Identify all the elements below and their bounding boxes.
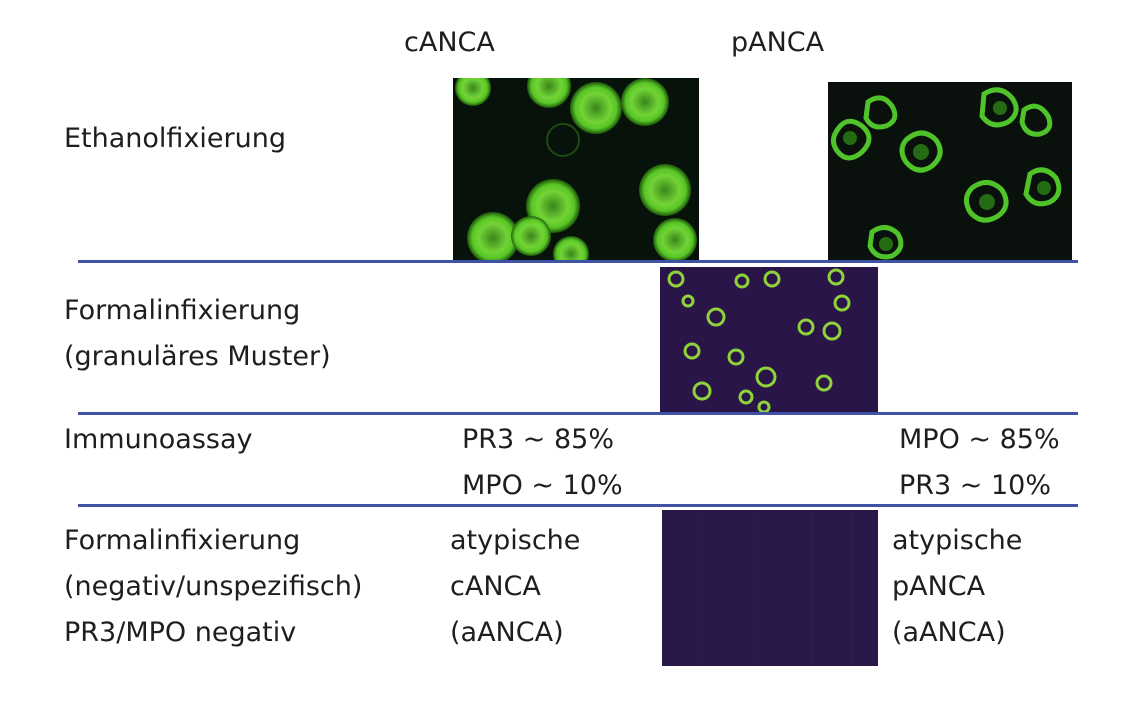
panca-cell	[1023, 167, 1062, 207]
immunoassay-panca-line2: PR3 ~ 10%	[899, 470, 1052, 501]
canca-cell	[621, 78, 669, 126]
granular-cell	[734, 273, 750, 289]
granular-cell	[833, 294, 851, 312]
formalin-negative-micrograph	[662, 510, 878, 666]
granular-cell	[757, 400, 771, 412]
divider-line-3	[78, 504, 1078, 507]
negative-canca-line3: (aANCA)	[450, 617, 564, 648]
canca-cell	[527, 78, 571, 108]
granular-cell	[727, 348, 745, 366]
immunoassay-panca-line1: MPO ~ 85%	[899, 424, 1060, 455]
granular-cell	[822, 321, 842, 341]
negative-canca-line1: atypische	[450, 525, 581, 556]
granular-cell	[755, 366, 777, 388]
canca-ethanol-micrograph	[453, 78, 699, 262]
negative-panca-line3: (aANCA)	[892, 617, 1006, 648]
row-label-ethanolfixierung: Ethanolfixierung	[64, 123, 286, 154]
canca-cell	[570, 82, 622, 134]
panca-ethanol-micrograph	[828, 82, 1072, 262]
granular-cell	[763, 270, 781, 288]
row-label-formalin-negative-line3: PR3/MPO negativ	[64, 617, 297, 648]
formalin-granular-micrograph	[660, 267, 878, 412]
row-label-formalin-granular-line1: Formalinfixierung	[64, 295, 301, 326]
negative-canca-line2: cANCA	[450, 571, 541, 602]
negative-panca-line2: pANCA	[892, 571, 986, 602]
divider-line-1	[78, 260, 1078, 263]
granular-cell	[692, 381, 712, 401]
divider-line-2	[78, 412, 1078, 415]
immunoassay-canca-line2: MPO ~ 10%	[462, 470, 623, 501]
canca-cell	[455, 78, 491, 106]
granular-cell	[797, 318, 815, 336]
granular-cell	[667, 270, 685, 288]
granular-cell	[706, 307, 726, 327]
panca-cell	[863, 95, 898, 130]
canca-cells-svg	[455, 78, 697, 262]
row-label-formalin-negative-line1: Formalinfixierung	[64, 525, 301, 556]
canca-cell	[653, 218, 697, 262]
canca-cell	[553, 236, 589, 262]
granular-cell	[815, 374, 833, 392]
canca-cell	[639, 164, 691, 216]
immunoassay-canca-line1: PR3 ~ 85%	[462, 424, 615, 455]
panca-cell	[830, 118, 872, 161]
granular-cell	[681, 294, 695, 308]
panca-cell	[867, 225, 904, 260]
granular-cell	[827, 268, 845, 286]
canca-cell	[511, 216, 551, 256]
panca-cell	[979, 87, 1019, 128]
column-header-canca: cANCA	[404, 27, 495, 58]
panca-cell	[899, 130, 943, 173]
granular-cell	[738, 389, 754, 405]
row-label-formalin-negative-line2: (negativ/unspezifisch)	[64, 571, 363, 602]
granular-cell	[683, 342, 701, 360]
panca-cell	[964, 180, 1009, 223]
column-header-panca: pANCA	[731, 27, 825, 58]
panca-cells-svg	[830, 87, 1062, 260]
row-label-immunoassay: Immunoassay	[64, 424, 253, 455]
negative-panca-line1: atypische	[892, 525, 1023, 556]
canca-cell	[467, 212, 519, 262]
row-label-formalin-granular-line2: (granuläres Muster)	[64, 341, 331, 372]
granular-cells-svg	[667, 268, 851, 412]
panca-cell	[1019, 103, 1053, 137]
negative-texture-svg	[701, 510, 853, 666]
